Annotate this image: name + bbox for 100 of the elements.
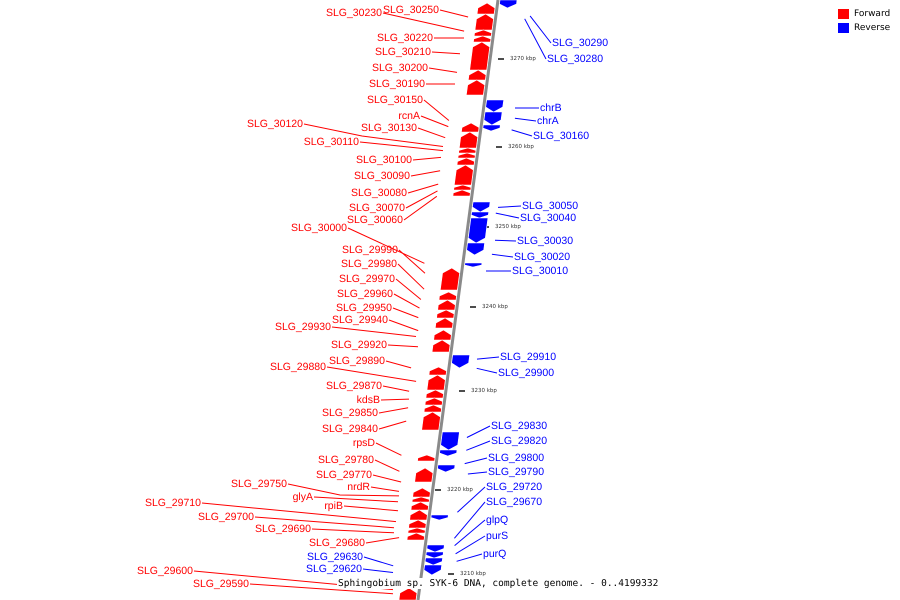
leader-line: [418, 128, 446, 138]
leader-line: [314, 496, 398, 502]
gene-label: SLG_30200: [372, 62, 428, 74]
leader-line: [378, 420, 407, 430]
gene-label: SLG_30090: [354, 170, 410, 182]
gene-label: SLG_29700: [198, 511, 254, 523]
gene-label: SLG_30040: [520, 212, 576, 224]
gene-label: SLG_30150: [366, 94, 423, 106]
leader-line: [432, 52, 460, 54]
gene-label: purS: [486, 530, 508, 542]
gene-label: SLG_30010: [512, 265, 568, 277]
leader-line: [511, 129, 532, 136]
gene-label: SLG_30190: [368, 78, 425, 90]
gene-label: SLG_29820: [491, 435, 548, 447]
gene-label: SLG_30030: [517, 235, 574, 247]
gene-label: rcnA: [398, 110, 420, 122]
leader-line: [382, 12, 465, 32]
leader-line: [378, 407, 409, 414]
gene-label: glyA: [292, 491, 313, 503]
gene-label: SLG_29620: [306, 563, 362, 575]
leader-line: [467, 472, 488, 474]
gene-label: SLG_29770: [316, 469, 372, 481]
leader-line: [498, 206, 522, 208]
leader-line: [455, 536, 486, 554]
leader-line: [514, 118, 536, 122]
leader-line: [360, 142, 444, 152]
leader-line: [398, 264, 425, 290]
leader-line: [530, 15, 552, 44]
leader-line: [386, 360, 412, 368]
leader-line: [404, 196, 438, 220]
gene-label: SLG_30080: [350, 187, 407, 199]
leader-line: [398, 250, 426, 274]
leader-line: [254, 516, 394, 528]
gene-label: rpiB: [324, 500, 343, 512]
gene-label: SLG_29630: [306, 551, 363, 563]
leader-line: [374, 460, 400, 472]
gene-label: SLG_29710: [144, 497, 201, 509]
gene-label: SLG_29850: [322, 407, 378, 419]
gene-label: SLG_29720: [486, 481, 542, 493]
leader-line: [348, 228, 425, 264]
leader-line: [428, 68, 458, 73]
leader-line: [424, 100, 450, 121]
leader-line: [394, 294, 420, 309]
leader-line: [495, 212, 520, 218]
leader-line: [382, 386, 410, 392]
leader-line: [304, 124, 444, 147]
gene-label: SLG_29780: [318, 454, 374, 466]
leader-line: [486, 270, 512, 272]
gene-label: SLG_29890: [328, 355, 385, 367]
gene-label: SLG_30120: [246, 118, 303, 130]
gene-label: SLG_30280: [547, 53, 604, 65]
leader-line: [288, 484, 400, 496]
gene-label: SLG_29960: [336, 288, 393, 300]
gene-label: SLG_29750: [230, 478, 287, 490]
leader-line: [370, 486, 400, 492]
gene-label: SLG_30250: [382, 4, 439, 16]
leader-line: [250, 584, 394, 594]
gene-label: SLG_29950: [336, 302, 392, 314]
gene-label: nrdR: [347, 481, 370, 493]
gene-label: kdsB: [356, 394, 380, 406]
gene-label: SLG_29800: [488, 452, 544, 464]
leader-line: [344, 506, 398, 512]
gene-label: SLG_30110: [304, 136, 359, 148]
leader-line: [466, 440, 490, 451]
leader-line: [466, 426, 490, 438]
leader-line: [388, 344, 418, 348]
gene-label: SLG_29920: [330, 339, 387, 351]
leader-line: [202, 502, 396, 522]
leader-line: [494, 240, 516, 242]
gene-label: SLG_29590: [192, 578, 249, 590]
leader-line: [332, 326, 416, 337]
leader-line: [476, 368, 498, 374]
gene-label: SLG_29990: [342, 244, 398, 256]
leader-line: [456, 486, 486, 513]
gene-label: SLG_29940: [332, 314, 388, 326]
gene-label: SLG_29980: [340, 258, 397, 270]
gene-label: SLG_30130: [360, 122, 417, 134]
gene-label: SLG_29690: [254, 523, 311, 535]
gene-label: SLG_30220: [376, 32, 433, 44]
gene-label: SLG_29880: [270, 361, 326, 373]
gene-label: chrA: [537, 115, 559, 127]
gene-label: purQ: [483, 548, 506, 560]
gene-label: SLG_29970: [338, 273, 395, 285]
gene-label: SLG_29840: [322, 423, 378, 435]
leader-line: [376, 442, 402, 456]
gene-label: SLG_29900: [498, 367, 554, 379]
gene-label: rpsD: [352, 437, 375, 449]
leader-line: [410, 170, 441, 176]
gene-label: SLG_29680: [308, 537, 365, 549]
gene-label: SLG_30000: [290, 222, 347, 234]
gene-label: SLG_30050: [522, 200, 578, 212]
gene-label: SLG_29600: [136, 565, 193, 577]
leader-line: [476, 356, 500, 360]
leader-line: [491, 254, 514, 258]
leader-line: [392, 308, 419, 318]
leader-line: [362, 568, 394, 573]
gene-label: SLG_29930: [274, 321, 331, 333]
legend-label: Reverse: [854, 23, 890, 33]
leader-line: [364, 556, 394, 566]
gene-label: SLG_29670: [486, 496, 542, 508]
